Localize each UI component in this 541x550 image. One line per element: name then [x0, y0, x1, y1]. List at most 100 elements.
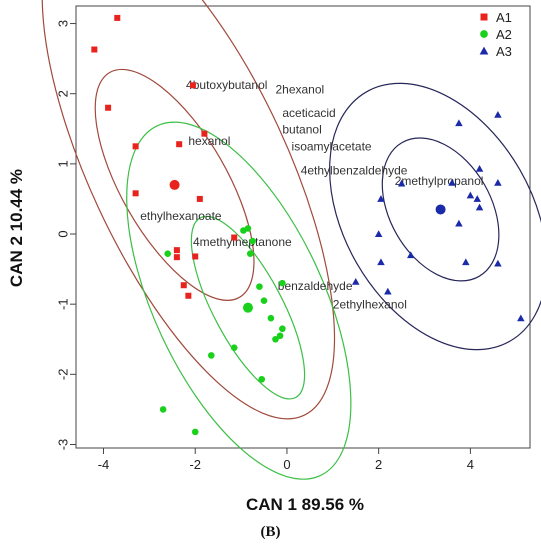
variable-label: hexanol [188, 134, 230, 148]
point-a2 [279, 325, 286, 333]
legend-marker-a1 [480, 13, 488, 21]
variable-label: 2ethylhexanol [333, 297, 407, 311]
point-a2 [260, 297, 268, 304]
point-a3 [475, 203, 484, 211]
point-a3 [397, 179, 406, 187]
x-tick-label: 2 [375, 457, 382, 472]
variable-label: aceticacid [282, 106, 335, 120]
point-a2 [164, 250, 172, 257]
point-a1 [173, 254, 180, 261]
legend-label-a2: A2 [496, 27, 512, 42]
centroid-a2 [242, 302, 253, 313]
point-a3 [473, 195, 482, 202]
point-a2 [256, 283, 263, 290]
ellipse-a3-5 [329, 82, 541, 351]
variable-label: 4butoxybutanol [186, 78, 267, 92]
point-a3 [455, 219, 463, 227]
point-a3 [377, 195, 385, 202]
point-a1 [196, 195, 203, 202]
x-tick-label: -4 [98, 457, 110, 472]
point-a2 [230, 344, 238, 351]
point-a3 [462, 258, 470, 266]
point-a1 [192, 253, 199, 260]
variable-label: benzaldehyde [278, 279, 353, 293]
point-a1 [105, 104, 112, 111]
legend-label-a1: A1 [496, 10, 512, 25]
centroid-a3 [435, 204, 446, 215]
y-tick-label: -2 [55, 369, 70, 381]
x-axis-label: CAN 1 89.56 % [246, 495, 364, 514]
ellipse-a1-1 [41, 0, 336, 420]
point-a2 [246, 250, 254, 257]
figure-caption: (B) [260, 524, 281, 540]
point-a2 [258, 375, 266, 383]
point-a3 [494, 179, 502, 186]
x-tick-label: 0 [283, 457, 290, 472]
y-axis-label: CAN 2 10.44 % [7, 169, 26, 287]
confidence-ellipses [41, 0, 541, 480]
variable-label: 4methylheptanone [193, 235, 292, 249]
y-tick-label: 3 [55, 20, 70, 27]
ellipse-a2-2 [190, 215, 306, 400]
point-a3 [407, 251, 415, 259]
x-tick-label: -2 [189, 457, 201, 472]
variable-labels: 4butoxybutanol 2hexanol aceticacid butanol i… [140, 78, 483, 312]
point-a2 [267, 314, 275, 322]
point-a1 [173, 247, 180, 254]
point-a3 [517, 314, 525, 322]
ellipse-a2-3 [126, 121, 352, 480]
point-a3 [466, 191, 475, 199]
point-a3 [374, 230, 383, 238]
variable-label: isoamylacetate [292, 140, 372, 154]
y-tick-label: 1 [55, 160, 70, 167]
point-a2 [279, 279, 286, 287]
y-tick-label: -1 [55, 298, 70, 310]
legend-label-a3: A3 [496, 44, 512, 59]
point-a1 [132, 190, 139, 197]
point-a1 [201, 130, 208, 137]
point-a2 [191, 428, 199, 436]
point-a2 [159, 406, 167, 413]
point-a1 [189, 82, 196, 89]
point-a1 [180, 282, 187, 289]
point-a2 [249, 237, 256, 245]
point-a3 [377, 258, 385, 266]
point-a3 [494, 259, 502, 267]
x-tick-label: 4 [467, 457, 474, 472]
variable-label: ethylhexanoate [140, 209, 222, 223]
variable-label: 2methylpropanol [395, 174, 484, 188]
y-tick-label: 2 [55, 90, 70, 97]
point-a2 [272, 335, 279, 343]
point-a1 [176, 141, 183, 148]
ellipse-a1-0 [94, 68, 255, 301]
point-a1 [91, 46, 98, 53]
legend-marker-a2 [480, 30, 488, 38]
legend-marker-a3 [479, 46, 489, 55]
ellipse-a3-4 [381, 137, 500, 282]
centroid-a1 [169, 179, 180, 190]
point-a2 [207, 352, 215, 359]
point-a3 [475, 165, 484, 172]
point-a3 [384, 287, 392, 295]
variable-label: 2hexanol [275, 83, 324, 97]
point-a1 [185, 292, 192, 299]
point-a1 [231, 234, 238, 241]
variable-label: 4ethylbenzaldehyde [301, 163, 408, 177]
point-a2 [276, 332, 284, 340]
point-a3 [494, 110, 502, 118]
data-points [91, 14, 525, 436]
point-a1 [114, 14, 121, 21]
y-tick-label: -3 [55, 439, 70, 451]
point-a3 [351, 277, 360, 285]
point-a2 [244, 225, 252, 232]
y-tick-label: 0 [55, 230, 70, 237]
variable-label: butanol [282, 123, 321, 137]
point-a3 [455, 119, 463, 127]
axis-ticks: -4 -2 0 2 4 -3 -2 -1 0 1 2 3 [55, 20, 474, 472]
plot-area-border [75, 5, 531, 449]
group-centroids [169, 179, 446, 313]
point-a1 [132, 143, 139, 150]
point-a3 [448, 179, 456, 186]
